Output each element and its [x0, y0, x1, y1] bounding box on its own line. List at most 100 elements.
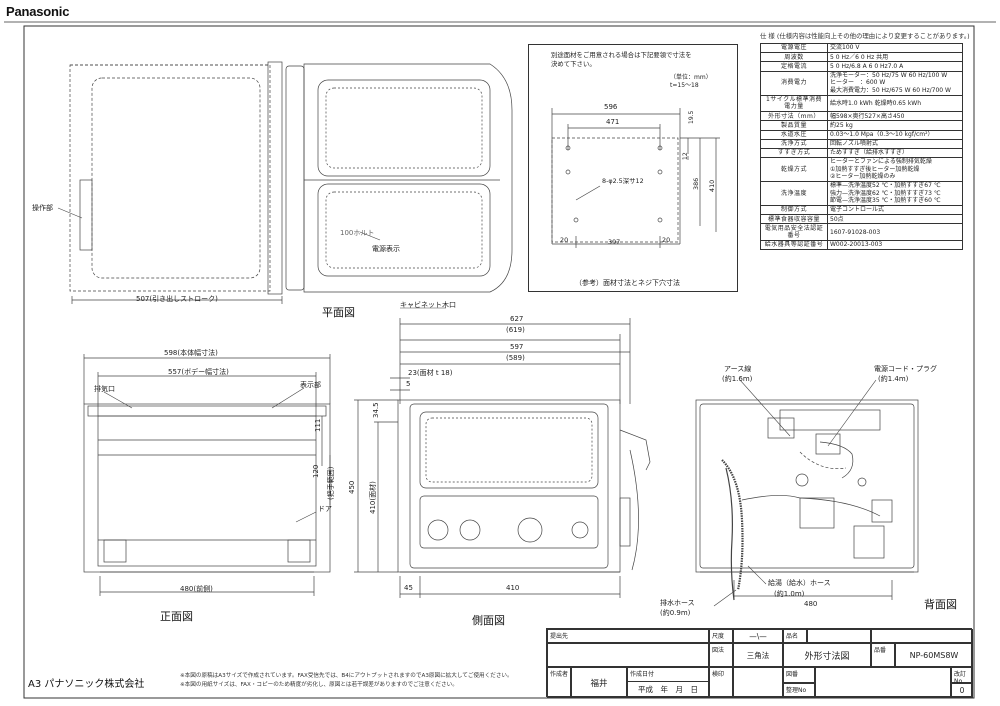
tb-date-value: 平成 年 月 日 [627, 681, 709, 698]
spec-row: 制御方式電子コントロール式 [760, 205, 963, 216]
tb-author-label: 作成者 [547, 667, 571, 698]
label-drain-len: (約0.9m) [660, 609, 691, 617]
tb-submit: 提出先 [547, 629, 709, 643]
front-dim-480: 480(前側) [180, 585, 213, 593]
spec-key: 電源電圧 [760, 42, 828, 54]
spec-key: すすぎ方式 [760, 147, 828, 159]
spec-value: ためすすぎ（給排水すすぎ） [827, 147, 963, 159]
side-dim-5: 5 [406, 380, 411, 388]
sheet-frame [23, 25, 975, 699]
fax-note-1: ※本図の原稿はA3サイズで作成されています。FAX受信先では、B4にアウトプット… [180, 673, 513, 679]
tb-product-value: NP-60MS8W [895, 643, 973, 667]
label-display: 表示部 [300, 381, 321, 389]
fax-note-2: ※本図の用紙サイズは、FAX・コピーのため精度が劣化し、原図とは若干誤差がありま… [180, 682, 458, 688]
leader-supply [747, 565, 767, 585]
spec-value: 交流100 V [827, 42, 963, 54]
spec-value: 幅598×奥行527×高さ450 [827, 111, 963, 122]
spec-value: ヒーターとファンによる強制排気乾燥 ①加熱すすぎ後ヒーター加熱乾燥 ②ヒーター加… [827, 157, 963, 183]
spec-value: 5 0 Hz/6.8 A 6 0 Hz7.0 A [827, 61, 963, 72]
spec-value: 標準—洗浄温度52 ℃・加熱すすぎ67 ℃ 強力—洗浄温度62 ℃・加熱すすぎ7… [827, 181, 963, 207]
leader-cord [827, 379, 877, 447]
label-exhaust: 排気口 [94, 385, 115, 393]
reference-panel-box [528, 44, 738, 292]
side-dim-410-panel: 410(面材) [369, 481, 377, 514]
spec-row: 消費電力洗浄モーター：50 Hz/75 W 60 Hz/100 W ヒーター ：… [760, 70, 963, 96]
back-view-title: 背面図 [924, 598, 957, 611]
side-dim-45: 45 [404, 584, 413, 592]
spec-value: 回転ノズル噴射式 [827, 138, 963, 149]
ref-dim-397: 397 [608, 238, 621, 246]
tb-submit-blank [547, 643, 709, 667]
spec-row: 電源電圧交流100 V [760, 42, 963, 54]
back-dim-480: 480 [804, 600, 818, 608]
tb-method-label: 図法 [709, 643, 733, 667]
spec-row: 洗浄温度標準—洗浄温度52 ℃・加熱すすぎ67 ℃ 強力—洗浄温度62 ℃・加熱… [760, 181, 963, 207]
side-view-title: 側面図 [472, 614, 505, 627]
side-dim-23: 23(面材 t 18) [408, 369, 453, 377]
front-dim-120: 120 [312, 464, 320, 478]
tb-scale-value: —\— [733, 629, 783, 643]
tb-blank-top [871, 629, 973, 643]
label-bolt: 100ホルト [340, 229, 375, 237]
spec-row: すすぎ方式ためすすぎ（給排水すすぎ） [760, 147, 963, 159]
spec-key: 洗浄方式 [760, 138, 828, 149]
spec-key: 電気用品安全法認証番号 [760, 223, 828, 242]
spec-key: 定格電流 [760, 61, 828, 72]
ref-dim-20a: 20 [560, 236, 569, 244]
tb-mgmt-label: 整理No [783, 683, 815, 698]
tb-rev-value: 0 [951, 683, 973, 698]
spec-value: 5 0 Hz／6 0 Hz 共用 [827, 52, 963, 63]
label-power: 電源表示 [372, 245, 400, 253]
spec-row: 製品質量約25 kg [760, 120, 963, 131]
label-earth: アース線 [724, 365, 752, 373]
front-view-title: 正面図 [160, 610, 193, 623]
side-dim-627: 627 [510, 315, 524, 323]
leader-door [295, 511, 317, 523]
ref-hole-label: 8-φ2.5深サ12 [602, 177, 644, 185]
label-cord: 電源コード・プラグ [874, 365, 937, 373]
side-dim-410: 410 [506, 584, 520, 592]
spec-key: 制御方式 [760, 205, 828, 216]
ref-dim-596: 596 [604, 103, 618, 111]
ref-dim-410: 410 [708, 179, 716, 192]
reference-unit: （単位：mm） t=15〜18 [670, 74, 712, 89]
side-dim-589: (589) [506, 354, 525, 362]
spec-row: 外形寸法（mm）幅598×奥行527×高さ450 [760, 111, 963, 122]
ref-dim-20b: 20 [662, 236, 671, 244]
spec-key: 外形寸法（mm） [760, 111, 828, 122]
label-control: 操作部 [32, 204, 53, 212]
spec-key: 洗浄温度 [760, 181, 828, 207]
spec-key: 乾燥方式 [760, 157, 828, 183]
side-view-drawing [354, 318, 651, 598]
label-drain: 排水ホース [660, 599, 695, 607]
company-name: A3 パナソニック株式会社 [28, 679, 145, 690]
tb-mark-blank [733, 667, 783, 698]
spec-key: 周波数 [760, 52, 828, 63]
tb-name-label: 品名 [783, 629, 807, 643]
spec-value: 洗浄モーター：50 Hz/75 W 60 Hz/100 W ヒーター ：600 … [827, 70, 963, 96]
front-view-drawing [83, 354, 331, 596]
spec-key: 標準食器収容容量 [760, 214, 828, 225]
spec-value: 電子コントロール式 [827, 205, 963, 216]
label-cabinet: キャビネット木口 [400, 301, 456, 309]
spec-key: 製品質量 [760, 120, 828, 131]
label-cord-len: (約1.4m) [878, 375, 909, 383]
tb-dwg-blank [815, 667, 951, 698]
tb-name-blank [807, 629, 871, 643]
spec-key: 1サイクル標準消費電力量 [760, 94, 828, 113]
label-supply-len: (約1.0m) [774, 590, 805, 598]
spec-key: 給水器具等認証番号 [760, 240, 828, 251]
front-dim-557: 557(ボデー幅寸法) [168, 368, 229, 376]
tb-mark-label: 検印 [709, 667, 733, 698]
spec-table: 仕 様 (仕様内容は性能向上その他の理由により変更することがあります。) 電源電… [760, 32, 970, 251]
tb-product-label: 品番 [871, 643, 895, 667]
leader-display [271, 387, 305, 409]
reference-caption: （参考）面材寸法とネジ下穴寸法 [575, 279, 680, 287]
tb-rev-label: 改訂No [951, 667, 973, 685]
reference-note: 別途面材をご用意される場合は下記要領で寸法を 決めて下さい。 [551, 51, 692, 68]
